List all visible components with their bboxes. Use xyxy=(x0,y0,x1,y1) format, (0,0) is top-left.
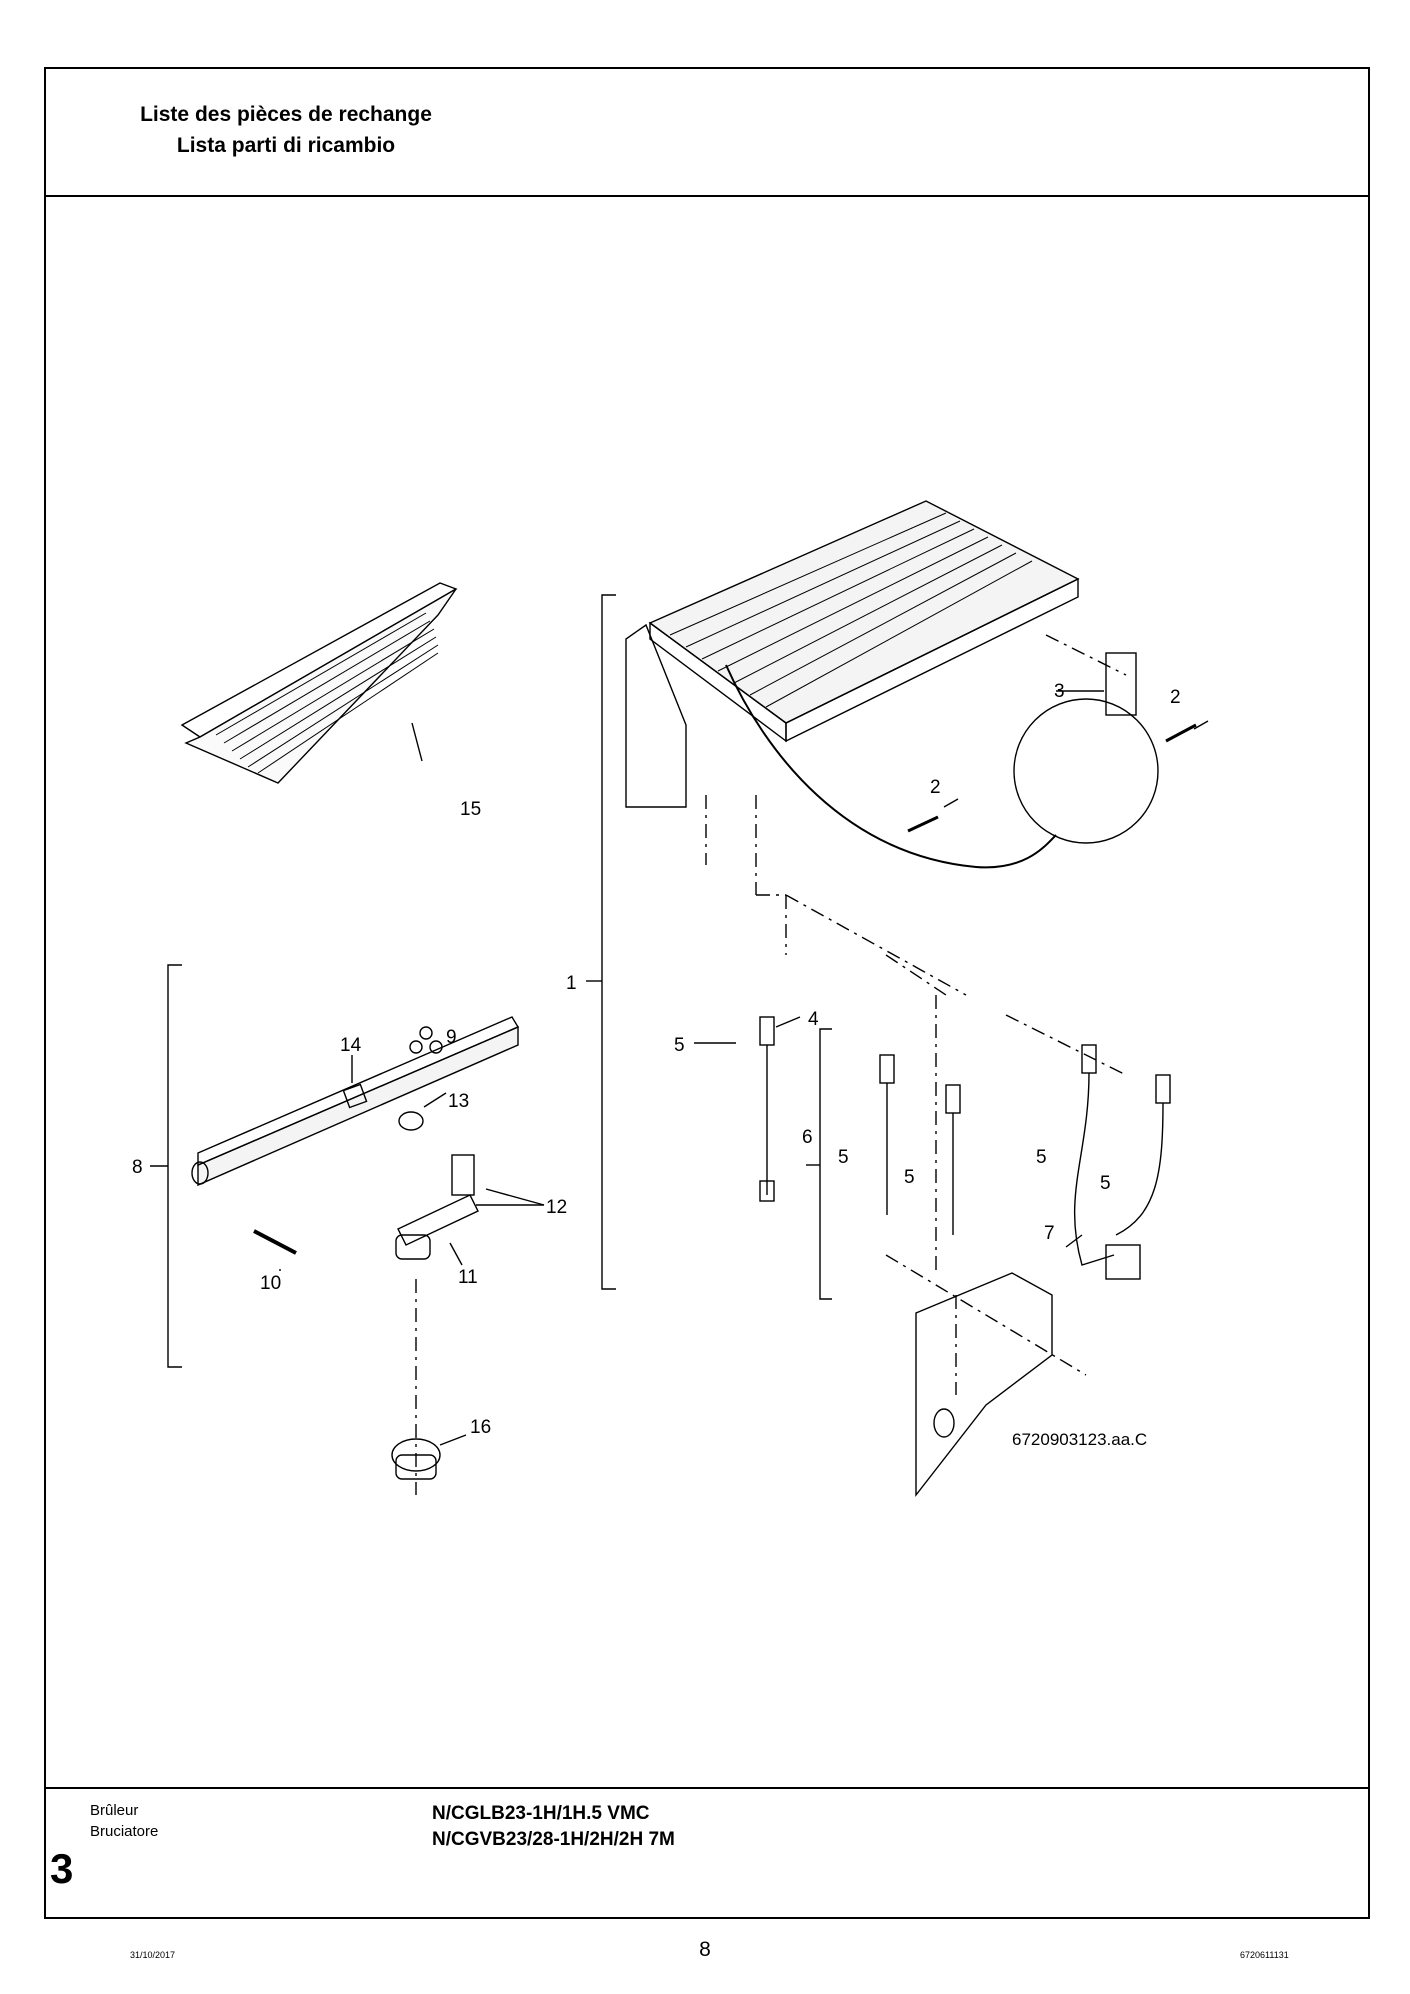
electrode-part-4 xyxy=(759,1016,801,1202)
model-line-1: N/CGLB23-1H/1H.5 VMC xyxy=(432,1803,650,1824)
callout-6: 6 xyxy=(802,1127,813,1148)
gas-valve-part-11 xyxy=(395,1154,479,1260)
electrode-cable-part-7 xyxy=(1073,1044,1171,1280)
title-italian: Lista parti di ricambio xyxy=(176,134,396,157)
section-name-french: Brûleur xyxy=(90,1802,139,1819)
section-number: 3 xyxy=(50,1845,74,1892)
callout-2-upper: 2 xyxy=(1170,687,1181,708)
callout-12: 12 xyxy=(546,1197,567,1218)
drawing-code: 6720903123.aa.C xyxy=(1012,1430,1147,1449)
callout-13: 13 xyxy=(448,1091,469,1112)
callout-4: 4 xyxy=(808,1009,819,1030)
model-line-2: N/CGVB23/28-1H/2H/2H 7M xyxy=(432,1829,675,1850)
section-name-italian: Bruciatore xyxy=(90,1823,159,1840)
injector-manifold-part xyxy=(191,1016,520,1187)
callout-2-lower: 2 xyxy=(930,777,941,798)
document-date: 31/10/2017 xyxy=(130,1950,176,1960)
header: Liste des pièces de rechange Lista parti… xyxy=(46,69,1368,197)
callout-10: 10 xyxy=(260,1273,281,1294)
callout-11: 11 xyxy=(458,1267,478,1288)
callout-5-e: 5 xyxy=(1100,1173,1111,1194)
callout-1: 1 xyxy=(566,973,577,994)
callout-16: 16 xyxy=(470,1417,491,1438)
callout-15: 15 xyxy=(460,799,481,820)
callout-5-c: 5 xyxy=(904,1167,915,1188)
electrode-pair-part-6 xyxy=(879,1054,961,1235)
callout-14: 14 xyxy=(340,1035,362,1056)
document-number: 6720611131 xyxy=(1240,1950,1289,1960)
callout-9: 9 xyxy=(446,1027,457,1048)
combustion-chamber-part xyxy=(915,1272,1053,1498)
callout-5-b: 5 xyxy=(838,1147,849,1168)
footer: Brûleur Bruciatore 3 N/CGLB23-1H/1H.5 VM… xyxy=(46,1787,1368,1917)
callout-5-d: 5 xyxy=(1036,1147,1047,1168)
page-frame: Liste des pièces de rechange Lista parti… xyxy=(44,67,1370,1919)
title-french: Liste des pièces de rechange xyxy=(140,103,432,126)
callout-8: 8 xyxy=(132,1157,143,1178)
callout-7: 7 xyxy=(1044,1223,1055,1244)
callout-5-a: 5 xyxy=(674,1035,685,1056)
heat-shield-part-15 xyxy=(180,582,458,784)
page-number: 8 xyxy=(699,1938,711,1961)
exploded-parts-drawing: 15 8 9 14 13 12 11 10 16 1 3 2 2 4 5 6 5… xyxy=(46,195,1368,1787)
callout-3: 3 xyxy=(1054,681,1065,702)
burner-assembly-part-1 xyxy=(625,500,1080,808)
